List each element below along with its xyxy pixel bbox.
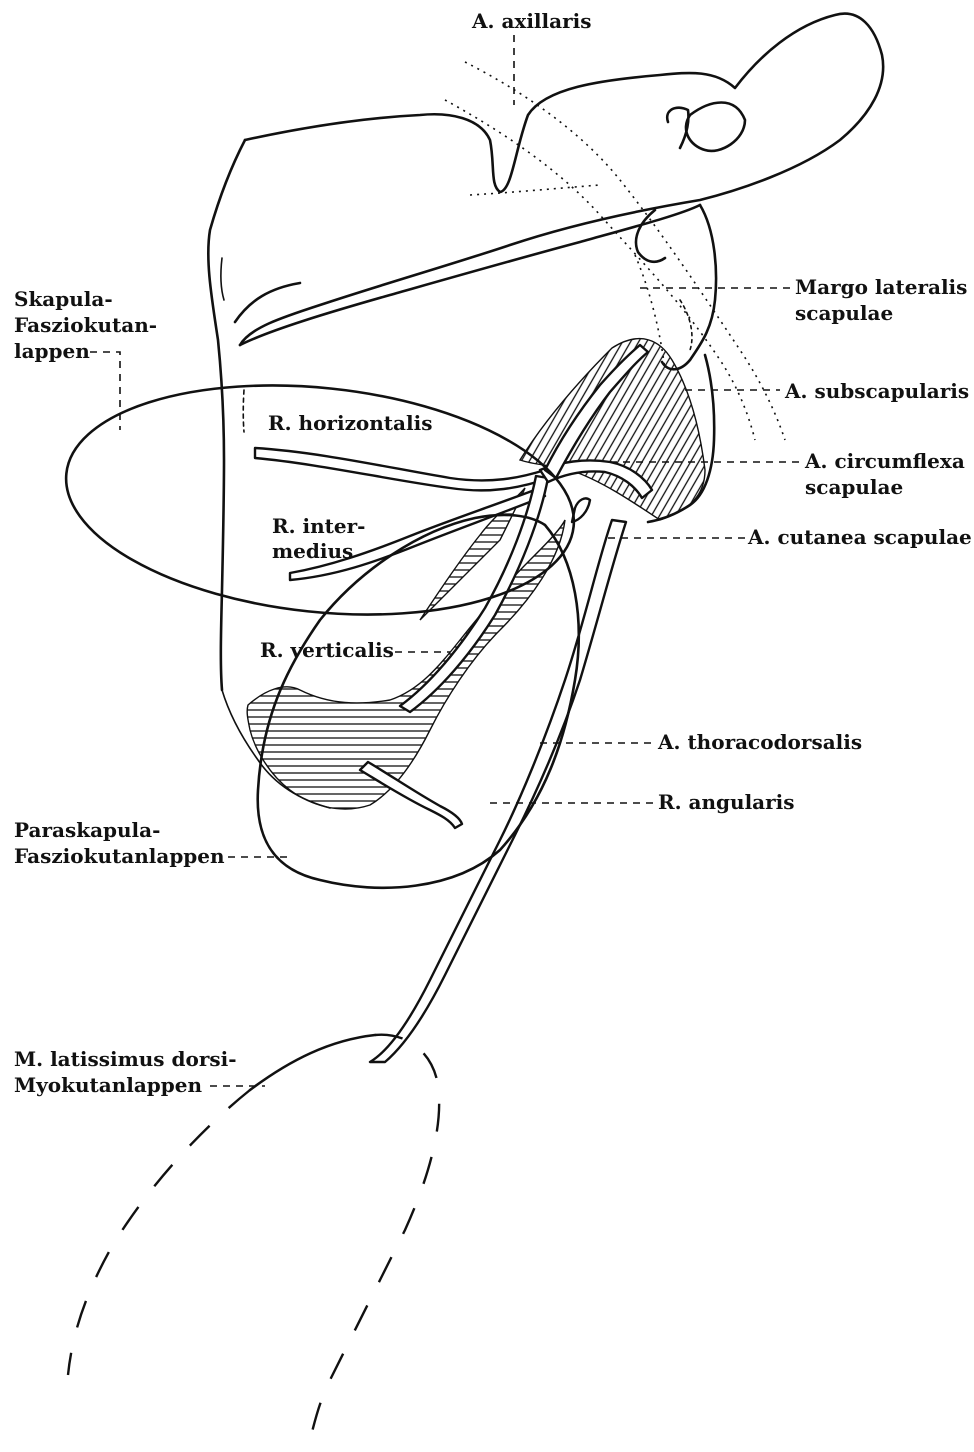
label-margo-lateralis-line1: Margo lateralis: [795, 275, 967, 299]
label-a-thoracodorsalis: A. thoracodorsalis: [657, 730, 862, 754]
label-skapula-line3: lappen: [14, 339, 90, 363]
label-margo-lateralis-line2: scapulae: [795, 301, 893, 325]
label-r-intermedius-line1: R. inter-: [272, 514, 366, 538]
label-skapula-line1: Skapula-: [14, 287, 113, 311]
teres-major-muscle: [520, 339, 705, 520]
label-r-horizontalis: R. horizontalis: [268, 411, 432, 435]
label-paraskapula-line2: Fasziokutanlappen: [14, 844, 225, 868]
label-latissimus-line2: Myokutanlappen: [14, 1073, 202, 1097]
label-skapula-line2: Fasziokutan-: [14, 313, 157, 337]
leader-lines: [90, 35, 800, 1086]
label-a-circumflexa-line1: A. circumflexa: [804, 449, 965, 473]
label-paraskapula-line1: Paraskapula-: [14, 818, 160, 842]
latissimus-flap-outline: [310, 1035, 439, 1440]
label-latissimus-line1: M. latissimus dorsi-: [14, 1047, 237, 1071]
label-a-axillaris: A. axillaris: [471, 9, 591, 33]
label-r-angularis: R. angularis: [658, 790, 795, 814]
label-r-intermedius-line2: medius: [272, 539, 353, 563]
label-a-cutanea-scapulae: A. cutanea scapulae: [747, 525, 972, 549]
label-a-circumflexa-line2: scapulae: [805, 475, 903, 499]
label-r-verticalis: R. verticalis: [260, 638, 394, 662]
label-a-subscapularis: A. subscapularis: [784, 379, 969, 403]
